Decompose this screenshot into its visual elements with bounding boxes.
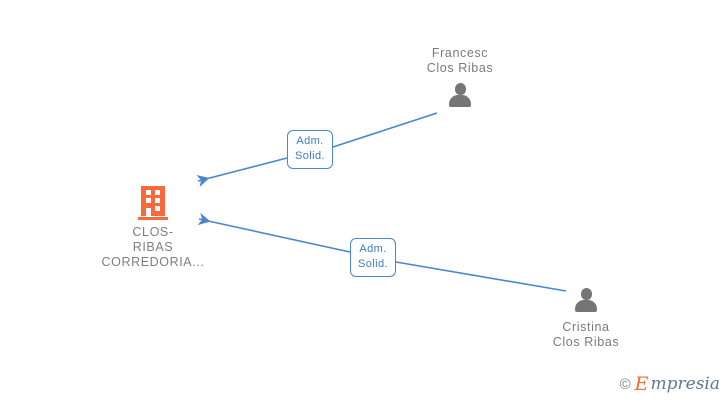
empresia-watermark: © E mpresia bbox=[620, 375, 720, 394]
person-icon bbox=[573, 287, 599, 313]
person-icon bbox=[447, 82, 473, 108]
node-francesc[interactable]: Francesc Clos Ribas bbox=[390, 46, 530, 108]
building-icon bbox=[138, 186, 168, 220]
node-label-francesc: Francesc Clos Ribas bbox=[426, 46, 494, 75]
edge-label-francesc-company[interactable]: Adm. Solid. bbox=[287, 130, 333, 169]
brand-initial: E bbox=[634, 373, 649, 395]
brand-name: mpresia bbox=[650, 374, 721, 394]
node-label-company: CLOS- RIBAS CORREDORIA... bbox=[101, 225, 205, 269]
edge-label-cristina-company[interactable]: Adm. Solid. bbox=[350, 238, 396, 277]
copyright-icon: © bbox=[619, 376, 631, 393]
node-label-cristina: Cristina Clos Ribas bbox=[552, 320, 620, 349]
node-cristina[interactable]: Cristina Clos Ribas bbox=[516, 287, 656, 350]
node-company[interactable]: CLOS- RIBAS CORREDORIA... bbox=[83, 186, 223, 270]
